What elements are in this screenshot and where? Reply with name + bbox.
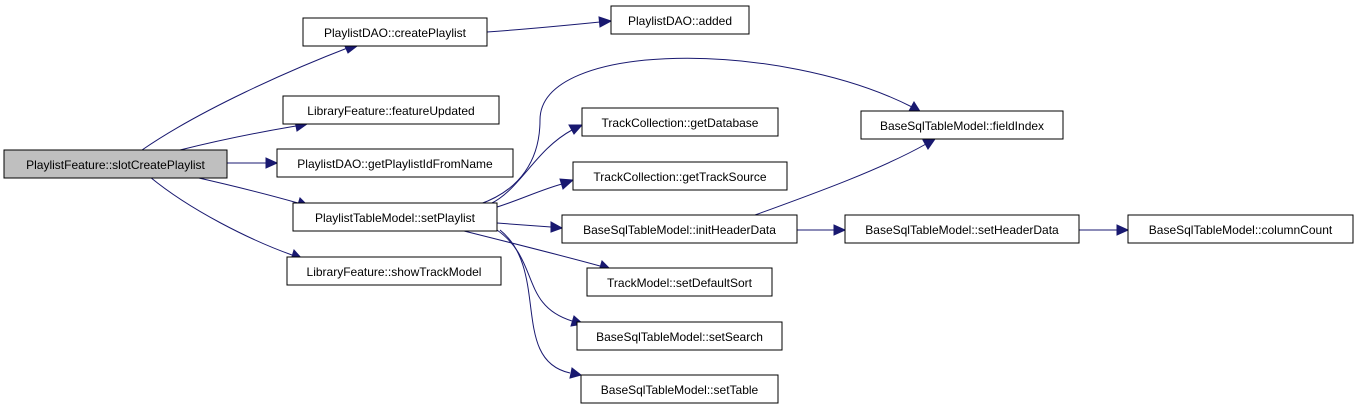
edge-setPlaylist-initHeaderData bbox=[496, 221, 564, 233]
svg-text:TrackCollection::getDatabase: TrackCollection::getDatabase bbox=[602, 116, 759, 130]
edge-slotCreatePlaylist-featureUpdated bbox=[179, 120, 309, 151]
edge-slotCreatePlaylist-showTrackModel bbox=[149, 176, 305, 261]
edge-setPlaylist-setSearch bbox=[496, 229, 585, 327]
edge-setPlaylist-setTable bbox=[499, 229, 583, 379]
node-columnCount[interactable]: BaseSqlTableModel::columnCount bbox=[1127, 214, 1354, 244]
node-setDefaultSort[interactable]: TrackModel::setDefaultSort bbox=[586, 267, 773, 297]
svg-text:BaseSqlTableModel::setHeaderDa: BaseSqlTableModel::setHeaderData bbox=[865, 223, 1059, 237]
svg-text:BaseSqlTableModel::setTable: BaseSqlTableModel::setTable bbox=[601, 383, 759, 397]
edge-setPlaylist-getTrackSource bbox=[493, 178, 575, 209]
edge-slotCreatePlaylist-setPlaylist bbox=[189, 175, 311, 209]
edge-slotCreatePlaylist-getPlaylistIdFromName bbox=[227, 157, 279, 169]
svg-text:PlaylistTableModel::setPlaylis: PlaylistTableModel::setPlaylist bbox=[315, 211, 476, 225]
svg-text:PlaylistDAO::getPlaylistIdFrom: PlaylistDAO::getPlaylistIdFromName bbox=[297, 157, 493, 171]
node-setTable[interactable]: BaseSqlTableModel::setTable bbox=[580, 374, 779, 404]
node-initHeaderData[interactable]: BaseSqlTableModel::initHeaderData bbox=[561, 214, 798, 244]
svg-text:TrackModel::setDefaultSort: TrackModel::setDefaultSort bbox=[607, 276, 753, 290]
node-getDatabase[interactable]: TrackCollection::getDatabase bbox=[581, 107, 779, 137]
edge-setPlaylist-getDatabase bbox=[489, 124, 584, 205]
node-fieldIndex[interactable]: BaseSqlTableModel::fieldIndex bbox=[860, 110, 1064, 140]
svg-text:LibraryFeature::featureUpdated: LibraryFeature::featureUpdated bbox=[307, 104, 474, 118]
edge-setHeaderData-columnCount bbox=[1079, 224, 1130, 236]
svg-text:PlaylistDAO::added: PlaylistDAO::added bbox=[628, 14, 732, 28]
svg-text:BaseSqlTableModel::columnCount: BaseSqlTableModel::columnCount bbox=[1149, 223, 1333, 237]
svg-text:BaseSqlTableModel::setSearch: BaseSqlTableModel::setSearch bbox=[596, 330, 763, 344]
svg-text:LibraryFeature::showTrackModel: LibraryFeature::showTrackModel bbox=[307, 265, 482, 279]
svg-text:BaseSqlTableModel::initHeaderD: BaseSqlTableModel::initHeaderData bbox=[583, 223, 776, 237]
node-createPlaylist[interactable]: PlaylistDAO::createPlaylist bbox=[302, 17, 488, 47]
svg-text:TrackCollection::getTrackSourc: TrackCollection::getTrackSource bbox=[593, 170, 767, 184]
svg-text:BaseSqlTableModel::fieldIndex: BaseSqlTableModel::fieldIndex bbox=[880, 119, 1044, 133]
svg-text:PlaylistFeature::slotCreatePla: PlaylistFeature::slotCreatePlaylist bbox=[26, 158, 205, 172]
node-getPlaylistIdFromName[interactable]: PlaylistDAO::getPlaylistIdFromName bbox=[276, 148, 514, 178]
node-slotCreatePlaylist[interactable]: PlaylistFeature::slotCreatePlaylist bbox=[3, 149, 228, 179]
node-showTrackModel[interactable]: LibraryFeature::showTrackModel bbox=[286, 256, 502, 286]
node-setPlaylist[interactable]: PlaylistTableModel::setPlaylist bbox=[292, 202, 498, 232]
node-setHeaderData[interactable]: BaseSqlTableModel::setHeaderData bbox=[844, 214, 1080, 244]
node-added[interactable]: PlaylistDAO::added bbox=[610, 5, 750, 35]
node-getTrackSource[interactable]: TrackCollection::getTrackSource bbox=[572, 161, 788, 191]
edge-createPlaylist-added bbox=[486, 16, 613, 33]
edge-initHeaderData-setHeaderData bbox=[797, 224, 847, 236]
svg-text:PlaylistDAO::createPlaylist: PlaylistDAO::createPlaylist bbox=[324, 26, 467, 40]
node-setSearch[interactable]: BaseSqlTableModel::setSearch bbox=[576, 321, 783, 351]
call-nodes: PlaylistFeature::slotCreatePlaylist Play… bbox=[3, 5, 1354, 404]
node-featureUpdated[interactable]: LibraryFeature::featureUpdated bbox=[282, 95, 500, 125]
